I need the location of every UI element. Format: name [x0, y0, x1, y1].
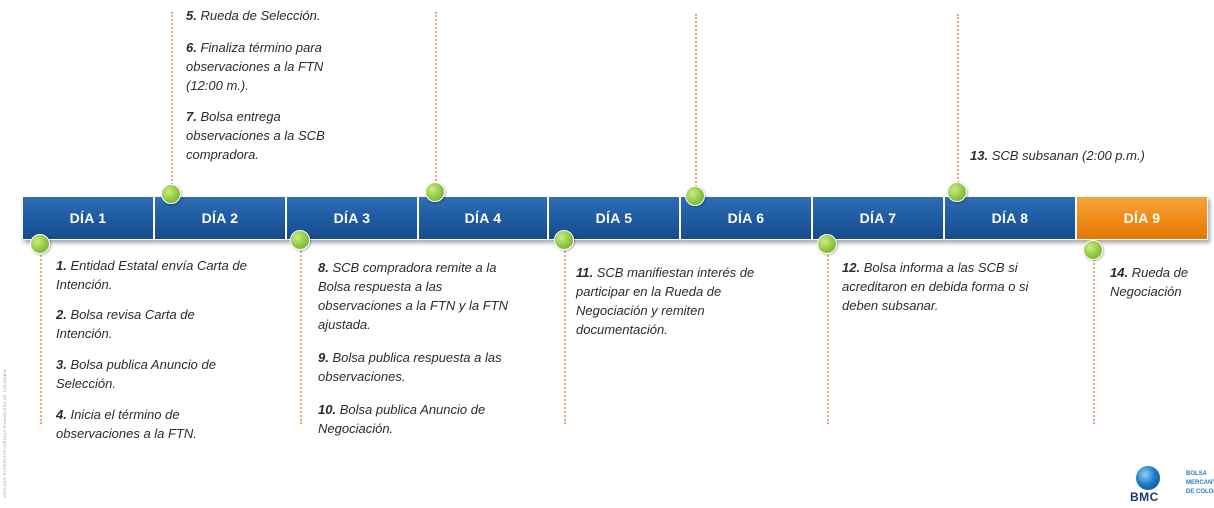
event-12-text: Bolsa informa a las SCB si acreditaron e… — [842, 260, 1029, 313]
vigilado-side-text: VIGILADO SUPERINTENDENCIA FINANCIERA DE … — [2, 368, 7, 498]
connector-day8 — [957, 14, 959, 194]
event-13-number: 13. — [970, 148, 989, 163]
marker-day6 — [685, 186, 705, 206]
event-6-text: Finaliza término para observaciones a la… — [186, 40, 324, 93]
marker-day1 — [30, 234, 50, 254]
connector-day3 — [300, 244, 302, 424]
day-7-box: DÍA 7 — [812, 196, 944, 240]
event-14: 14. Rueda de Negociación — [1110, 263, 1210, 301]
event-11-number: 11. — [576, 265, 594, 280]
event-3: 3. Bolsa publica Anuncio de Selección. — [56, 355, 256, 393]
connector-day2 — [171, 12, 173, 192]
logo-name-line-2: MERCANTIL — [1186, 480, 1214, 486]
day-1-box: DÍA 1 — [22, 196, 154, 240]
event-3-number: 3. — [56, 357, 67, 372]
event-11-text: SCB manifiestan interés de participar en… — [576, 265, 755, 337]
event-9: 9. Bolsa publica respuesta a las observa… — [318, 348, 518, 386]
bmc-logo-abbr: BMC — [1130, 490, 1159, 504]
event-6: 6. Finaliza término para observaciones a… — [186, 38, 362, 95]
event-4-text: Inicia el término de observaciones a la … — [56, 407, 197, 441]
marker-day8 — [947, 182, 967, 202]
day-9-box: DÍA 9 — [1076, 196, 1208, 240]
event-2: 2. Bolsa revisa Carta de Intención. — [56, 305, 228, 343]
event-5: 5. Rueda de Selección. — [186, 6, 386, 25]
connector-day4 — [435, 12, 437, 192]
day-6-box: DÍA 6 — [680, 196, 812, 240]
event-14-text: Rueda de Negociación — [1110, 265, 1189, 299]
marker-day7 — [817, 234, 837, 254]
event-4: 4. Inicia el término de observaciones a … — [56, 405, 236, 443]
event-13-text: SCB subsanan (2:00 p.m.) — [991, 148, 1145, 163]
marker-day4 — [425, 182, 445, 202]
connector-day9 — [1093, 244, 1095, 424]
bmc-logo-icon — [1136, 466, 1160, 490]
event-7-text: Bolsa entrega observaciones a la SCB com… — [186, 109, 325, 162]
event-12-number: 12. — [842, 260, 861, 275]
event-4-number: 4. — [56, 407, 67, 422]
event-14-number: 14. — [1110, 265, 1129, 280]
event-7-number: 7. — [186, 109, 197, 124]
marker-day9 — [1083, 240, 1103, 260]
event-8-number: 8. — [318, 260, 329, 275]
marker-day2 — [161, 184, 181, 204]
event-1-number: 1. — [56, 258, 67, 273]
event-9-text: Bolsa publica respuesta a las observacio… — [318, 350, 502, 384]
logo-name-line-3: DE COLOMBIA — [1186, 489, 1214, 495]
day-3-box: DÍA 3 — [286, 196, 418, 240]
connector-day1 — [40, 248, 42, 424]
event-8: 8. SCB compradora remite a la Bolsa resp… — [318, 258, 518, 334]
event-2-text: Bolsa revisa Carta de Intención. — [56, 307, 195, 341]
event-10-text: Bolsa publica Anuncio de Negociación. — [318, 402, 486, 436]
event-12: 12. Bolsa informa a las SCB si acreditar… — [842, 258, 1042, 315]
connector-day7 — [827, 244, 829, 424]
event-8-text: SCB compradora remite a la Bolsa respues… — [318, 260, 509, 332]
bmc-logo-name: BOLSA MERCANTIL DE COLOMBIA — [1186, 470, 1214, 497]
event-11: 11. SCB manifiestan interés de participa… — [576, 263, 762, 339]
connector-day6 — [695, 14, 697, 194]
logo-name-line-1: BOLSA — [1186, 471, 1207, 477]
event-13: 13. SCB subsanan (2:00 p.m.) — [970, 146, 1190, 165]
event-10: 10. Bolsa publica Anuncio de Negociación… — [318, 400, 518, 438]
event-1: 1. Entidad Estatal envía Carta de Intenc… — [56, 256, 256, 294]
event-3-text: Bolsa publica Anuncio de Selección. — [56, 357, 216, 391]
event-9-number: 9. — [318, 350, 329, 365]
event-1-text: Entidad Estatal envía Carta de Intención… — [56, 258, 247, 292]
marker-day5 — [554, 230, 574, 250]
marker-day3 — [290, 230, 310, 250]
event-6-number: 6. — [186, 40, 197, 55]
event-10-number: 10. — [318, 402, 337, 417]
connector-day5 — [564, 244, 566, 424]
event-5-text: Rueda de Selección. — [200, 8, 321, 23]
day-2-box: DÍA 2 — [154, 196, 286, 240]
event-5-number: 5. — [186, 8, 197, 23]
day-4-box: DÍA 4 — [418, 196, 548, 240]
day-8-box: DÍA 8 — [944, 196, 1076, 240]
event-2-number: 2. — [56, 307, 67, 322]
event-7: 7. Bolsa entrega observaciones a la SCB … — [186, 107, 356, 164]
